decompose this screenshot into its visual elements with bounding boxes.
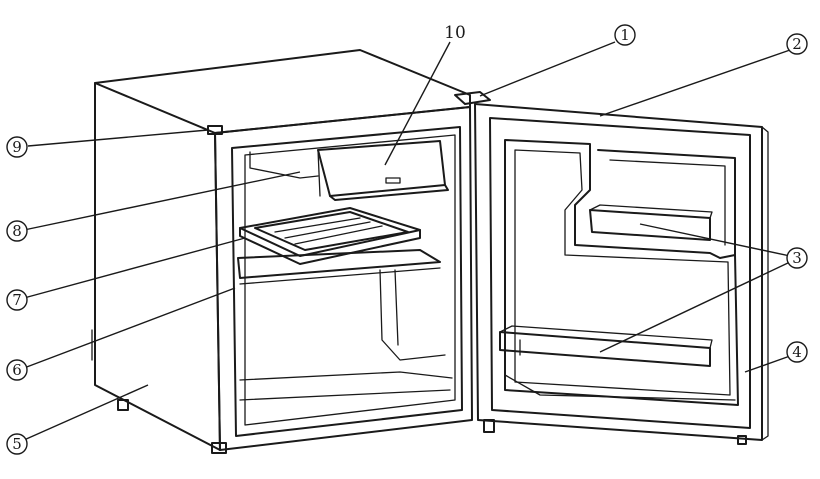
- upper-door-bin-top: [589, 204, 713, 219]
- callout-4: 4: [786, 341, 808, 363]
- callout-10-label: 10: [444, 23, 466, 43]
- interior-floor-line: [239, 371, 453, 381]
- callout-6-label: 6: [12, 361, 22, 379]
- drip-tray-rib: [274, 217, 361, 233]
- callout-3: 3: [786, 247, 808, 269]
- upper-pocket-frame-inner: [609, 159, 726, 246]
- shelf: [237, 249, 441, 279]
- door-edge: [761, 126, 769, 441]
- door: [454, 91, 769, 445]
- drip-tray-rib: [284, 221, 371, 239]
- freezer-compartment: [317, 140, 446, 197]
- freezer-latch: [385, 177, 401, 184]
- foot-left: [117, 399, 129, 411]
- door-liner-inner: [514, 149, 731, 396]
- callout-1-circle: [614, 24, 636, 46]
- leader-8: [23, 171, 301, 231]
- callout-7-circle: [6, 289, 28, 311]
- callout-8-label: 8: [12, 222, 22, 240]
- callout-4-circle: [786, 341, 808, 363]
- drip-tray-rib: [294, 225, 383, 245]
- door-foot: [737, 435, 747, 445]
- thermostat-housing: [249, 151, 319, 179]
- front-frame-outer: [214, 106, 473, 451]
- callout-2-label: 2: [792, 35, 802, 53]
- callout-6-circle: [6, 359, 28, 381]
- callout-5-circle: [6, 433, 28, 455]
- callout-5: 5: [6, 433, 28, 455]
- lower-door-bin: [499, 331, 711, 367]
- door-liner: [504, 139, 739, 406]
- leader-5: [23, 384, 149, 441]
- leader-3a: [639, 223, 791, 257]
- leader-lines: [23, 41, 791, 441]
- callout-9: 9: [6, 136, 28, 158]
- callout-3-circle: [786, 247, 808, 269]
- door-hinge-bottom: [483, 419, 495, 433]
- leader-9: [27, 129, 209, 147]
- door-bottom-curve: [504, 374, 736, 401]
- callout-9-label: 9: [12, 138, 22, 156]
- callout-10: 10: [444, 23, 466, 43]
- callout-8-circle: [6, 220, 28, 242]
- cabinet-interior: [214, 106, 473, 451]
- door-outer: [474, 103, 763, 441]
- callout-9-circle: [6, 136, 28, 158]
- callout-1: 1: [614, 24, 636, 46]
- interior-back-recess-edge: [394, 269, 399, 346]
- callout-2-circle: [786, 33, 808, 55]
- leader-7: [23, 237, 246, 299]
- callout-3-label: 3: [792, 249, 802, 267]
- callout-5-label: 5: [12, 435, 22, 453]
- upper-door-bin: [589, 209, 711, 241]
- interior-floor-lip: [239, 389, 451, 401]
- callout-2: 2: [786, 33, 808, 55]
- cabinet-top: [94, 49, 471, 134]
- callout-4-label: 4: [792, 343, 802, 361]
- front-frame-inner: [231, 126, 463, 437]
- freezer-compartment-lip: [329, 184, 449, 201]
- leader-3b: [599, 261, 791, 353]
- lower-door-bin-top: [499, 325, 713, 349]
- callout-8: 8: [6, 220, 28, 242]
- interior-liner: [244, 134, 456, 426]
- leader-6: [23, 287, 236, 369]
- cabinet-left-side: [94, 82, 221, 451]
- shelf-front: [239, 267, 441, 285]
- upper-pocket-frame: [597, 149, 736, 256]
- door-gasket: [489, 117, 751, 429]
- drip-tray-rim: [239, 227, 421, 265]
- callout-7: 7: [6, 289, 28, 311]
- freezer-left-edge: [317, 149, 321, 197]
- callout-1-label: 1: [620, 26, 630, 44]
- callout-6: 6: [6, 359, 28, 381]
- top-hinge-right: [454, 91, 491, 105]
- leader-10: [384, 41, 451, 166]
- leader-1: [479, 41, 616, 97]
- drip-tray-inner: [254, 211, 409, 251]
- leader-2: [599, 49, 791, 117]
- callout-7-label: 7: [12, 291, 22, 309]
- leader-4: [744, 355, 791, 373]
- interior-back-recess: [379, 269, 446, 361]
